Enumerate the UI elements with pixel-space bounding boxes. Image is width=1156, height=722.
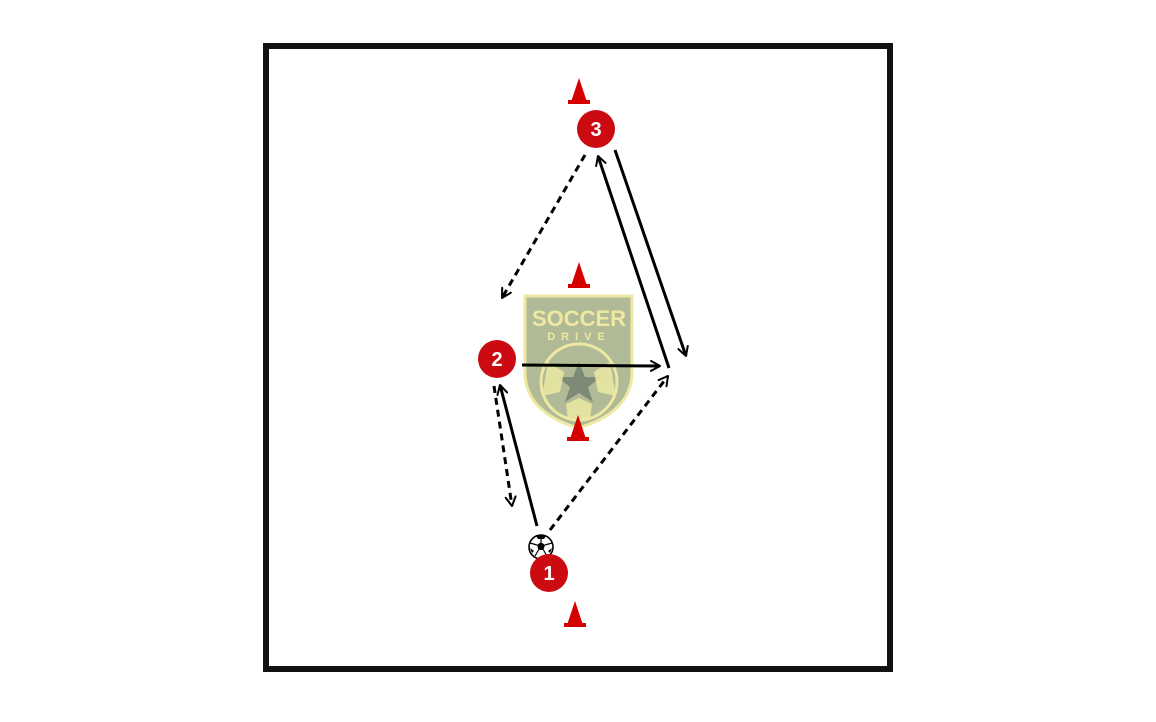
player-3: 3 bbox=[577, 110, 615, 148]
pass-arrows bbox=[496, 149, 689, 527]
logo-panel-left bbox=[542, 362, 564, 396]
player-1: 1 bbox=[530, 554, 568, 592]
logo-panel-right bbox=[594, 362, 616, 396]
player-marker-icon bbox=[577, 110, 615, 148]
cone-icon bbox=[568, 78, 590, 104]
cones bbox=[564, 78, 590, 627]
player-marker-icon bbox=[478, 340, 516, 378]
player-2: 2 bbox=[478, 340, 516, 378]
logo-watermark: SOCCER DRIVE bbox=[523, 294, 634, 430]
run-arrows bbox=[492, 154, 670, 531]
pass-arrow-icon bbox=[496, 384, 539, 527]
logo-line2: DRIVE bbox=[547, 331, 611, 343]
run-arrow-icon bbox=[548, 375, 670, 531]
player-number: 2 bbox=[491, 349, 502, 371]
player-marker-icon bbox=[530, 554, 568, 592]
pass-arrow-icon bbox=[613, 149, 689, 357]
cone-icon bbox=[564, 601, 586, 627]
logo-star-icon bbox=[557, 362, 601, 402]
cone-icon bbox=[568, 262, 590, 288]
logo-line1: SOCCER bbox=[532, 306, 626, 331]
pass-arrow-icon bbox=[521, 359, 661, 372]
logo-panel-bottom bbox=[566, 398, 592, 420]
pass-arrow-icon bbox=[595, 155, 671, 369]
run-arrow-icon bbox=[492, 385, 517, 507]
player-number: 3 bbox=[590, 119, 601, 141]
cone-icon bbox=[567, 415, 589, 441]
player-number: 1 bbox=[543, 563, 554, 585]
field-border bbox=[263, 43, 893, 672]
run-arrow-icon bbox=[500, 154, 587, 299]
